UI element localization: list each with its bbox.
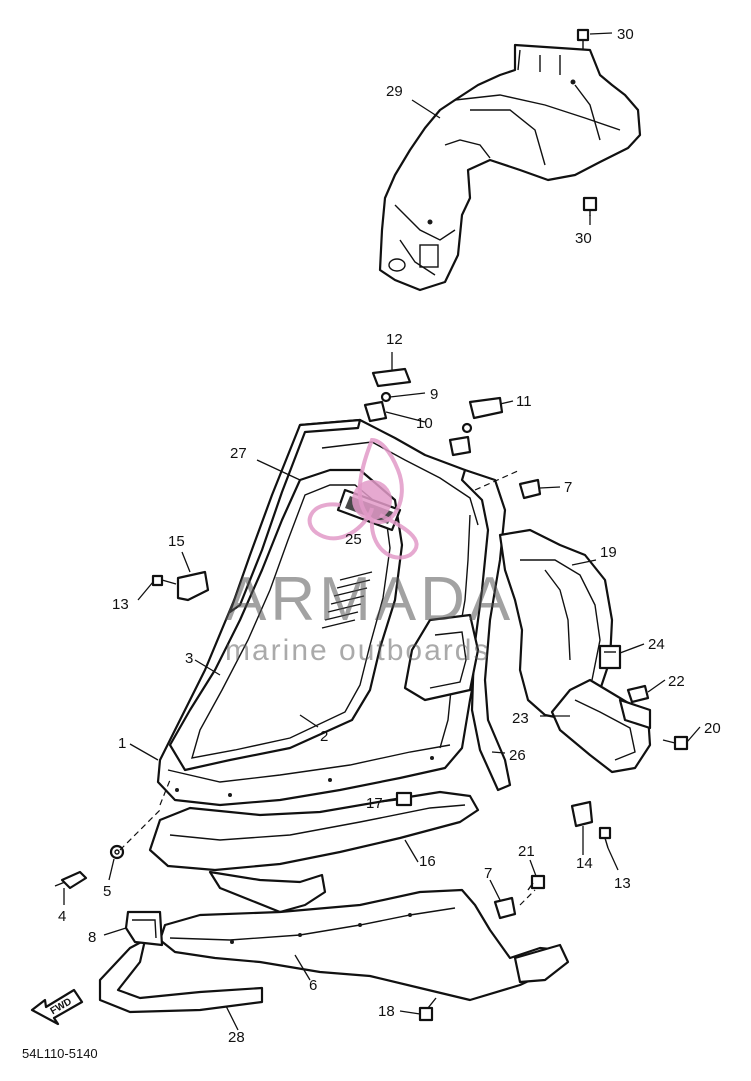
rear-fender-part [378, 43, 642, 292]
callout-29: 29 [386, 83, 403, 100]
clip-17 [395, 791, 413, 807]
callout-16: 16 [419, 853, 436, 870]
callout-4: 4 [58, 908, 66, 925]
clip-12 [371, 367, 412, 388]
callout-labels: 30 29 30 12 9 11 10 27 7 25 19 15 13 24 … [58, 26, 721, 1046]
clip-24 [598, 644, 622, 670]
callout-10: 10 [416, 415, 433, 432]
watermark-title: ARMADA [225, 565, 514, 634]
bracket-14 [570, 800, 594, 828]
callout-12: 12 [386, 331, 403, 348]
callout-17: 17 [366, 795, 383, 812]
reference-code: 54L110-5140 [22, 1046, 98, 1061]
screw-20 [662, 735, 689, 751]
callout-27: 27 [230, 445, 247, 462]
leader-lines [63, 32, 701, 1031]
bolt-30-right [582, 196, 598, 216]
screw-21 [527, 874, 546, 891]
callout-20: 20 [704, 720, 721, 737]
screw-13-right [598, 826, 612, 849]
callout-30-bottom: 30 [575, 230, 592, 247]
watermark-subtitle: marine outboards [225, 634, 490, 667]
screw-near-11 [448, 422, 473, 457]
callout-7-top: 7 [564, 479, 572, 496]
lower-panel-6-part [158, 888, 570, 1002]
callout-13-left: 13 [112, 596, 129, 613]
watermark-logo-icon [307, 437, 419, 560]
lower-bracket-part [550, 678, 652, 774]
callout-9: 9 [430, 386, 438, 403]
callout-30-top: 30 [617, 26, 634, 43]
callout-8: 8 [88, 929, 96, 946]
molding-27-part [228, 418, 362, 614]
screw-13-left [151, 574, 177, 587]
bracket-10 [363, 400, 388, 423]
bracket-15 [176, 570, 210, 602]
bolt-4 [54, 870, 88, 890]
molding-26-part [460, 468, 512, 792]
watermark: ARMADA marine outboards [225, 437, 514, 667]
callout-25: 25 [345, 531, 362, 548]
callout-22: 22 [668, 673, 685, 690]
callout-23: 23 [512, 710, 529, 727]
callout-5: 5 [103, 883, 111, 900]
bracket-8 [124, 910, 164, 947]
callout-18: 18 [378, 1003, 395, 1020]
screw-18 [418, 997, 437, 1022]
clip-11 [468, 396, 504, 420]
callout-24: 24 [648, 636, 665, 653]
callout-11: 11 [516, 393, 532, 410]
callout-28: 28 [228, 1029, 245, 1046]
bolt-30-top [576, 28, 590, 50]
callout-14: 14 [576, 855, 593, 872]
clip-22 [626, 684, 650, 704]
washer-5 [109, 844, 125, 860]
clip-7-top [518, 478, 542, 500]
screw-9 [380, 391, 392, 403]
callout-26: 26 [509, 747, 526, 764]
callout-1: 1 [118, 735, 126, 752]
forward-arrow-icon: FWD [30, 988, 84, 1026]
callout-6: 6 [309, 977, 317, 994]
callout-2: 2 [320, 728, 328, 745]
callout-13-right: 13 [614, 875, 631, 892]
clip-7-lower [493, 896, 517, 920]
callout-3: 3 [185, 650, 193, 667]
callout-21: 21 [518, 843, 535, 860]
lower-cover-16-part [148, 790, 480, 914]
callout-19: 19 [600, 544, 617, 561]
callout-7-lower: 7 [484, 865, 492, 882]
inner-panel-part [403, 528, 614, 722]
callout-15: 15 [168, 533, 185, 550]
